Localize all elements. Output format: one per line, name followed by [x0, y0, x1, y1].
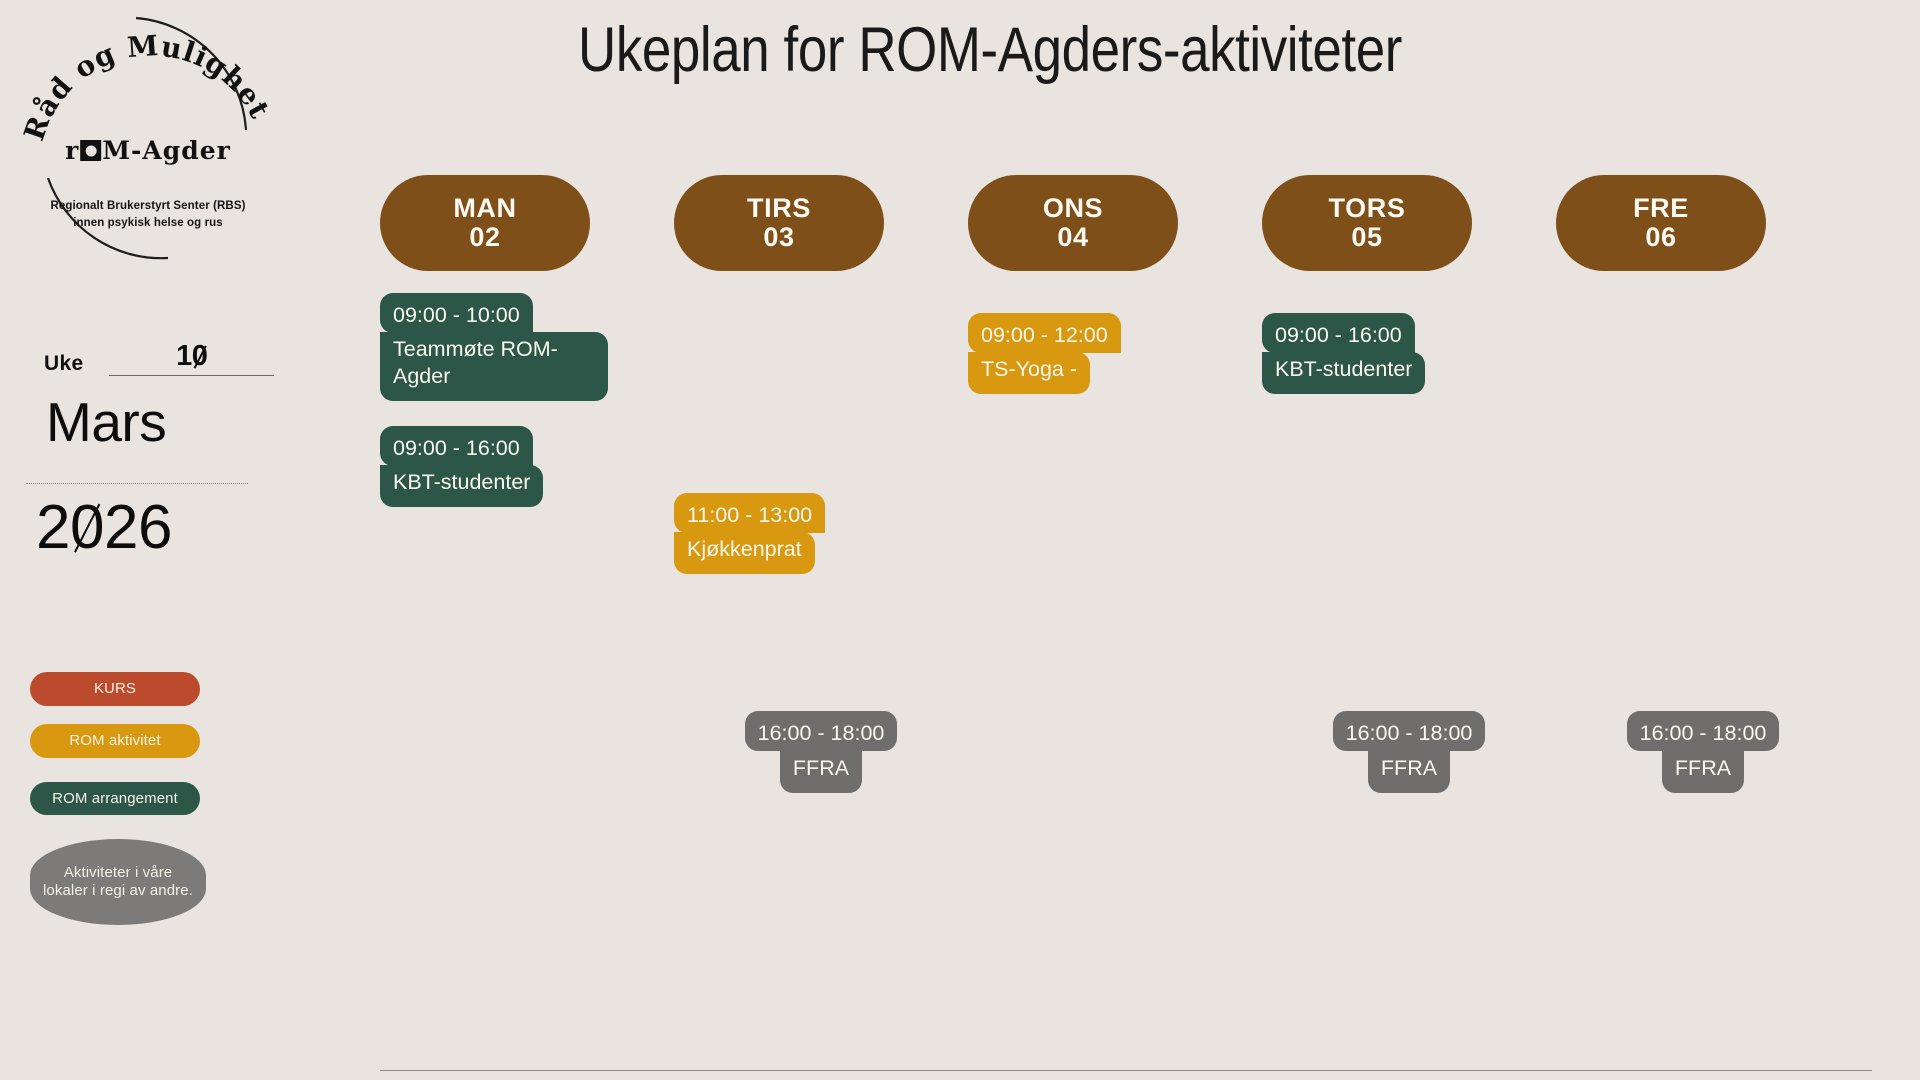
week-number: 10 — [176, 340, 208, 372]
day-date: 05 — [1351, 222, 1383, 252]
day-date: 06 — [1645, 222, 1677, 252]
event-time: 16:00 - 18:00 — [744, 711, 898, 752]
logo-subtitle-line1: Regionalt Brukerstyrt Senter (RBS) — [50, 200, 246, 212]
event-title: Kjøkkenprat — [674, 532, 815, 575]
year-label: 2026 — [36, 493, 172, 562]
rom-agder-logo: Råd og Muligheter r M-Agder Regionalt Bru… — [18, 10, 278, 280]
month-divider — [26, 483, 248, 484]
logo-ring-icon: Råd og Muligheter — [18, 10, 277, 260]
week-label: Uke — [44, 352, 84, 375]
page-title: Ukeplan for ROM-Agders-aktiviteter — [578, 15, 1402, 85]
svg-text:Råd og Muligheter: Råd og Muligheter — [18, 10, 277, 145]
month-label: Mars — [46, 391, 167, 453]
event-title: FFRA — [1661, 751, 1745, 794]
event-title: TS-Yoga - — [968, 352, 1091, 395]
day-date: 04 — [1057, 222, 1089, 252]
legend-item-arrangement[interactable]: ROM arrangement — [30, 782, 200, 815]
legend-item-kurs[interactable]: KURS — [30, 672, 200, 706]
event-title: KBT-studenter — [380, 465, 544, 508]
legend-label-arrangement: ROM arrangement — [52, 789, 178, 807]
event-time: 09:00 - 10:00 — [380, 293, 533, 334]
legend: KURS ROM aktivitet ROM arrangement Aktiv… — [30, 672, 280, 925]
event-time: 16:00 - 18:00 — [1626, 711, 1780, 752]
day-name: FRE — [1633, 193, 1689, 224]
event-time: 16:00 - 18:00 — [1332, 711, 1486, 752]
event-title: Teammøte ROM-Agder — [380, 332, 608, 402]
legend-label-aktivitet: ROM aktivitet — [69, 732, 161, 750]
week-row: Uke 10 — [44, 340, 274, 376]
wordmark-pre: r — [65, 136, 80, 165]
sidebar: Råd og Muligheter r M-Agder Regionalt Bru… — [0, 0, 300, 1080]
logo-subtitle: Regionalt Brukerstyrt Senter (RBS) innen… — [18, 198, 278, 231]
day-date: 03 — [763, 222, 795, 252]
legend-label-andre-line2: lokaler i regi av andre. — [43, 882, 193, 899]
legend-item-andre[interactable]: Aktiviteter i våre lokaler i regi av and… — [30, 839, 206, 925]
footer-divider — [380, 1070, 1872, 1071]
event-title: KBT-studenter — [1262, 352, 1426, 395]
day-name: MAN — [453, 193, 517, 224]
event-time: 09:00 - 16:00 — [380, 426, 533, 467]
day-name: TIRS — [747, 193, 811, 224]
day-date: 02 — [469, 222, 501, 252]
logo-subtitle-line2: innen psykisk helse og rus — [73, 216, 223, 229]
legend-item-aktivitet[interactable]: ROM aktivitet — [30, 724, 200, 758]
legend-label-kurs: KURS — [93, 680, 137, 698]
day-name: ONS — [1042, 193, 1104, 224]
logo-wordmark: r M-Agder — [65, 136, 231, 165]
legend-label-andre-line1: Aktiviteter i våre — [63, 864, 173, 882]
wordmark-post: M-Agder — [102, 136, 231, 165]
week-number-field[interactable]: 10 — [109, 340, 274, 376]
event-title: FFRA — [779, 751, 863, 794]
day-name: TORS — [1328, 193, 1406, 224]
event-time: 09:00 - 12:00 — [968, 313, 1121, 354]
event-time: 11:00 - 13:00 — [674, 493, 826, 534]
event-title: FFRA — [1367, 751, 1451, 794]
event-time: 09:00 - 16:00 — [1262, 313, 1415, 354]
logo-square-o-icon — [80, 140, 102, 161]
